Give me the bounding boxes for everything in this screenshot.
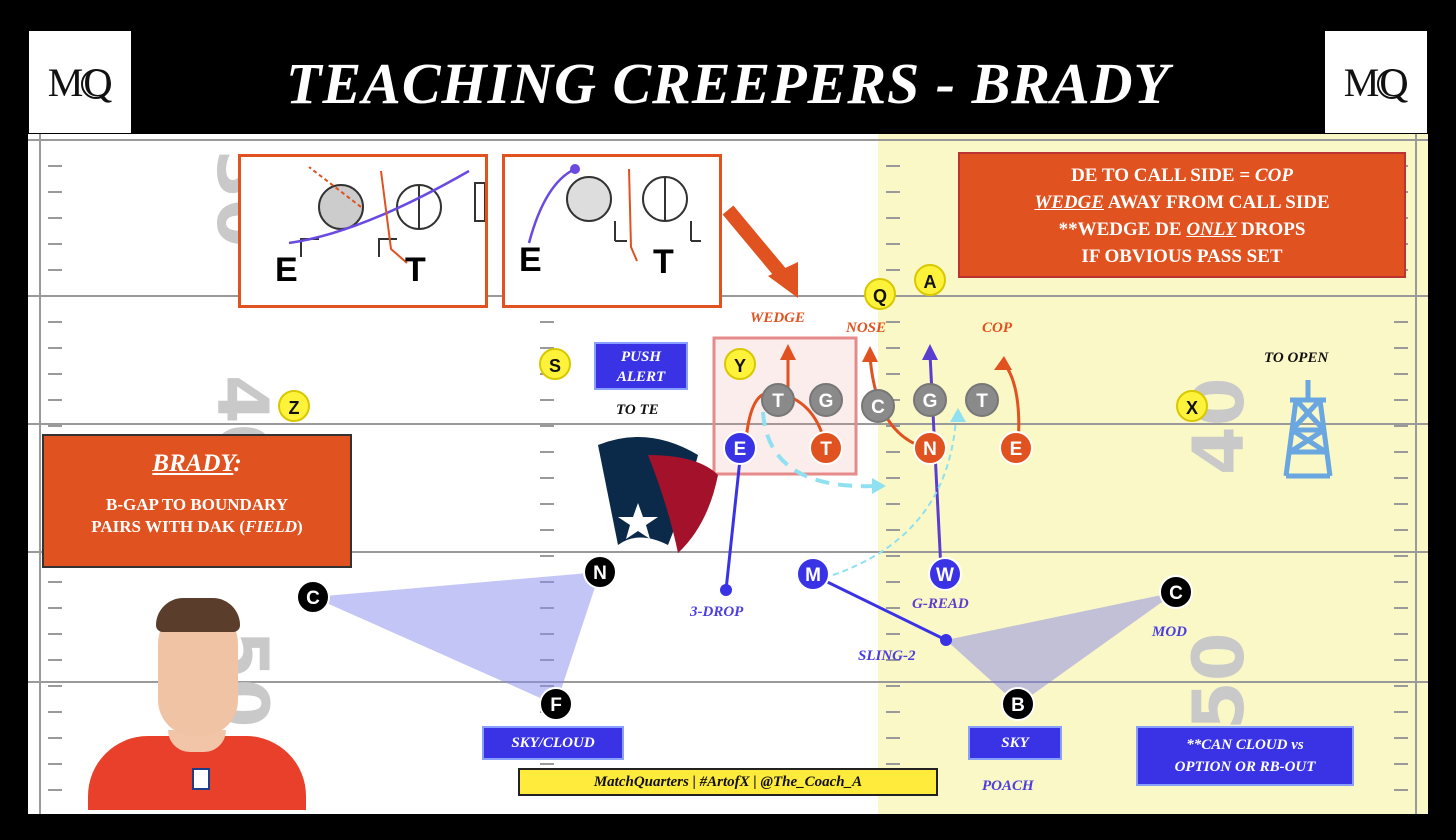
player-e1: E <box>723 431 757 465</box>
nfl-badge-icon <box>192 768 210 790</box>
inset-diagram-1: E T <box>238 154 488 308</box>
brady-box: BRADY: B-GAP TO BOUNDARY PAIRS WITH DAK … <box>42 434 352 568</box>
player-b: B <box>1001 687 1035 721</box>
sky-cloud-text: SKY/CLOUD <box>511 735 595 751</box>
mq-logo-left: MQ <box>28 30 132 134</box>
oilers-logo <box>1283 380 1333 479</box>
player-a: A <box>914 264 946 296</box>
label-to-te: TO TE <box>616 402 659 418</box>
brady-line2-a: PAIRS WITH DAK ( <box>91 517 246 536</box>
label-to-open: TO OPEN <box>1264 350 1329 366</box>
inset-label-e: E <box>519 241 542 279</box>
label-cop: COP <box>982 320 1012 336</box>
sky-cloud-box: SKY/CLOUD <box>482 726 624 760</box>
blue-arrow-to-rules <box>722 205 794 287</box>
label-poach: POACH <box>982 778 1034 794</box>
player-e2: E <box>999 431 1033 465</box>
brady-line1: B-GAP TO BOUNDARY <box>105 495 289 514</box>
texans-logo <box>598 437 718 553</box>
player-collar <box>168 730 226 752</box>
push-alert-line2: ALERT <box>616 369 666 385</box>
inset-label-e: E <box>275 251 298 289</box>
player-lg: G <box>809 383 843 417</box>
player-c: C <box>861 389 895 423</box>
player-f: F <box>539 687 573 721</box>
inset-label-t: T <box>653 243 674 281</box>
rules-line3-c: DROPS <box>1236 219 1306 240</box>
label-3-drop: 3-DROP <box>690 604 744 620</box>
label-sling-2: SLING-2 <box>858 648 916 664</box>
brady-line2-b: FIELD <box>245 517 298 536</box>
page-title: TEACHING CREEPERS - BRADY <box>286 51 1170 116</box>
can-cloud-line1: **CAN CLOUD vs <box>1186 737 1304 753</box>
inset-drawing <box>527 164 701 262</box>
label-nose: NOSE <box>846 320 887 336</box>
player-x: X <box>1176 390 1208 422</box>
player-n2: N <box>583 555 617 589</box>
label-mod: MOD <box>1152 624 1188 640</box>
rules-line3-a: **WEDGE DE <box>1058 219 1187 240</box>
sling-path <box>812 573 947 642</box>
logo-text: MQ <box>47 60 113 105</box>
rules-line3-b: ONLY <box>1186 219 1237 240</box>
rules-line2-a: WEDGE <box>1034 192 1105 213</box>
player-y: Y <box>724 348 756 380</box>
player-rt: T <box>965 383 999 417</box>
rules-line4: IF OBVIOUS PASS SET <box>1081 246 1283 267</box>
player-t1: T <box>809 431 843 465</box>
player-w: W <box>928 557 962 591</box>
slide-frame: 30 40 50 40 50 <box>28 30 1428 814</box>
label-wedge: WEDGE <box>750 310 806 326</box>
brady-line2-c: ) <box>297 517 303 536</box>
zone-left <box>313 572 600 705</box>
rules-line2-b: AWAY FROM CALL SIDE <box>1104 192 1330 213</box>
sling-dot <box>940 634 952 646</box>
player-photo <box>88 596 308 810</box>
push-alert-line1: PUSH <box>620 349 661 365</box>
player-hair <box>156 598 240 632</box>
label-g-read: G-READ <box>912 596 969 612</box>
logo-ring <box>81 69 111 99</box>
player-rg: G <box>913 383 947 417</box>
three-drop-path <box>724 449 743 591</box>
inset-drawing <box>288 166 486 264</box>
rules-line1-a: DE TO CALL SIDE = <box>1071 165 1255 186</box>
player-cr: C <box>1159 575 1193 609</box>
brady-heading-suffix: : <box>233 450 242 477</box>
header-bar <box>28 30 1428 134</box>
sky-box: SKY <box>968 726 1062 760</box>
inset-label-t: T <box>405 251 426 289</box>
player-s: S <box>539 348 571 380</box>
player-n1: N <box>913 431 947 465</box>
cyan-line <box>832 417 957 576</box>
player-cl: C <box>296 580 330 614</box>
inset-diagram-2: E T <box>502 154 722 308</box>
rules-box: DE TO CALL SIDE = COP WEDGE AWAY FROM CA… <box>958 152 1406 278</box>
push-alert-box: PUSH ALERT <box>594 342 688 390</box>
zone-right <box>946 592 1176 705</box>
mq-logo-right: MQ <box>1324 30 1428 134</box>
logo-text: MQ <box>1343 60 1409 105</box>
player-m: M <box>796 557 830 591</box>
field-number: 50 <box>1178 633 1260 730</box>
rules-line1-b: COP <box>1254 165 1293 186</box>
can-cloud-line2: OPTION OR RB-OUT <box>1174 759 1316 775</box>
can-cloud-box: **CAN CLOUD vs OPTION OR RB-OUT <box>1136 726 1354 786</box>
sky-text: SKY <box>1001 735 1029 751</box>
brady-heading: BRADY <box>152 450 234 477</box>
player-q: Q <box>864 278 896 310</box>
credit-banner: MatchQuarters | #ArtofX | @The_Coach_A <box>518 768 938 796</box>
logo-ring <box>1377 69 1407 99</box>
arrow-heads <box>768 262 1012 494</box>
player-lt: T <box>761 383 795 417</box>
player-z: Z <box>278 390 310 422</box>
cyan-dash-1 <box>761 411 877 489</box>
three-drop-dot <box>720 584 732 596</box>
